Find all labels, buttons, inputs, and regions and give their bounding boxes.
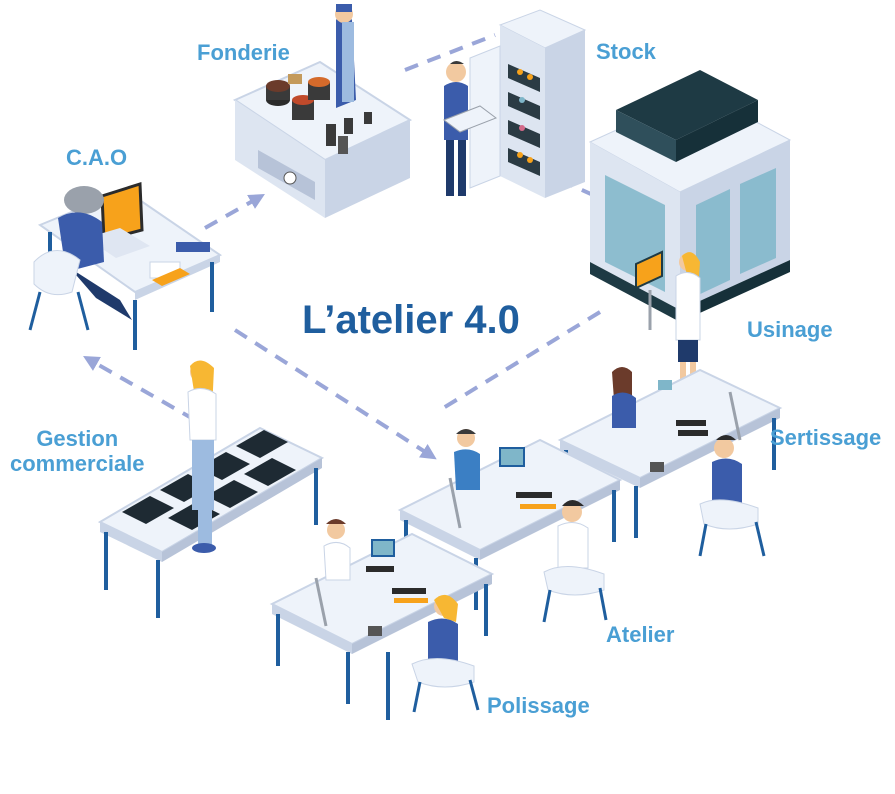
stock-station <box>442 9 587 198</box>
label-sertissage: Sertissage <box>770 425 882 450</box>
workbench-atelier <box>397 429 623 623</box>
label-atelier: Atelier <box>606 622 675 647</box>
label-gestion-line1: Gestion <box>36 426 119 451</box>
label-gestion-line2: commerciale <box>10 451 145 477</box>
label-cao: C.A.O <box>66 145 128 170</box>
diagram-title: L’atelier 4.0 <box>302 298 520 342</box>
cao-workstation <box>28 181 223 350</box>
gestion-table <box>97 360 325 618</box>
arrow-usinage-to-atelier <box>438 310 602 412</box>
label-stock: Stock <box>596 39 656 64</box>
workbench-sertissage <box>557 367 783 557</box>
arrow-gestion-to-cao <box>83 356 196 422</box>
control-panel-screen <box>635 250 663 290</box>
arrow-cao-to-atelier <box>233 328 437 460</box>
fonderie-station <box>232 4 413 218</box>
arrow-fonderie-to-stock <box>404 33 496 72</box>
label-usinage: Usinage <box>747 317 833 342</box>
laptop-screen <box>100 181 144 242</box>
label-polissage: Polissage <box>487 693 590 718</box>
label-fonderie: Fonderie <box>197 40 290 65</box>
arrow-cao-to-fonderie <box>204 194 265 230</box>
workbench-polissage <box>269 519 495 720</box>
furnace-dial-icon <box>283 171 297 185</box>
usinage-machine <box>588 70 792 384</box>
stock-shelves <box>508 64 540 176</box>
label-gestion-commerciale: Gestion commerciale <box>10 426 145 477</box>
